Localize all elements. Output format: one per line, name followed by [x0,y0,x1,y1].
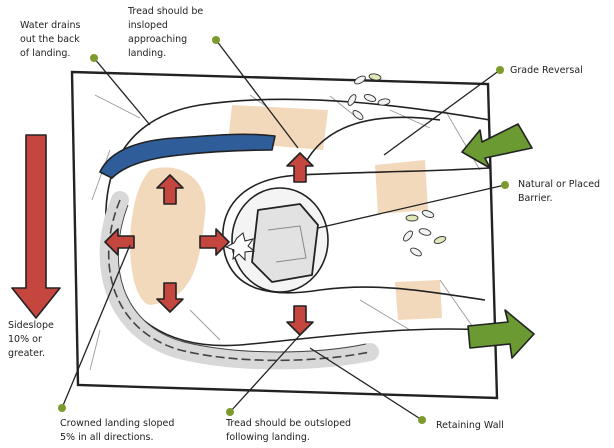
label-natural-barrier: Natural or Placed Barrier. [518,179,603,204]
leader-dot-icon [501,181,509,189]
leader-dot-icon [496,66,504,74]
rock-barrier-icon [252,204,318,282]
leader-dot-icon [226,408,234,416]
leader-dot-icon [58,404,66,412]
red-sideslope-arrow-icon [12,135,60,318]
label-retaining-wall: Retaining Wall [436,420,504,431]
leader-dot-icon [90,54,98,62]
label-water-drains: Water drains out the back of landing. [20,20,84,59]
label-crowned-landing: Crowned landing sloped 5% in all directi… [60,418,177,443]
leader-dot-icon [212,36,220,44]
label-tread-outsloped: Tread should be outsloped following land… [225,418,354,443]
leader-dot-icon [418,416,426,424]
label-sideslope: Sideslope 10% or greater. [8,320,57,359]
label-tread-insloped: Tread should be insloped approaching lan… [127,6,206,59]
label-grade-reversal: Grade Reversal [510,65,583,76]
